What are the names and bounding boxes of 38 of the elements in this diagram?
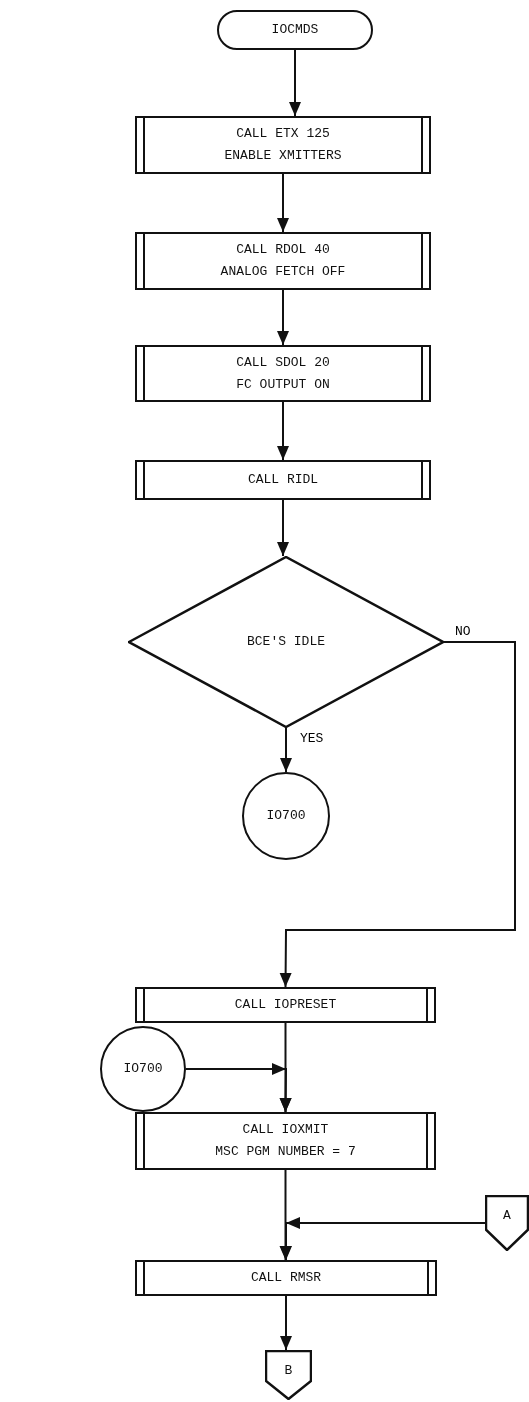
step-description: MSC PGM NUMBER = 7 bbox=[215, 1143, 356, 1161]
flow-arrow bbox=[279, 641, 516, 988]
flow-arrow bbox=[280, 1217, 486, 1261]
step-label: CALL RDOL 40 bbox=[236, 241, 330, 259]
flow-arrow bbox=[277, 499, 289, 557]
offpage-connector bbox=[485, 1195, 529, 1251]
flow-arrow bbox=[277, 401, 289, 461]
step-label: CALL RIDL bbox=[247, 471, 319, 489]
step-label: IO700 bbox=[266, 807, 306, 825]
offpage-connector bbox=[265, 1350, 312, 1400]
step-label: BCE'S IDLE bbox=[247, 633, 325, 651]
step-description: ANALOG FETCH OFF bbox=[220, 263, 346, 281]
step-label: A bbox=[503, 1207, 511, 1225]
subroutine-box bbox=[135, 460, 431, 500]
step-description: ENABLE XMITTERS bbox=[224, 147, 342, 165]
step-description: FC OUTPUT ON bbox=[236, 375, 330, 394]
subroutine-box bbox=[135, 1260, 437, 1296]
subroutine-box bbox=[135, 1112, 436, 1170]
step-label: CALL IOXMIT bbox=[242, 1121, 329, 1139]
flow-arrow bbox=[185, 1063, 292, 1113]
subroutine-box bbox=[135, 987, 436, 1023]
decision-diamond bbox=[128, 556, 444, 728]
subroutine-box bbox=[135, 232, 431, 290]
terminator-box bbox=[217, 10, 373, 50]
subroutine-box bbox=[135, 116, 431, 174]
subroutine-box bbox=[135, 345, 431, 402]
step-label: CALL IOPRESET bbox=[234, 996, 337, 1014]
step-label: IO700 bbox=[123, 1060, 163, 1078]
flow-arrow bbox=[289, 49, 301, 117]
step-label: B bbox=[284, 1362, 293, 1380]
step-label: CALL SDOL 20 bbox=[236, 353, 330, 372]
flow-arrow bbox=[280, 727, 292, 773]
flow-arrow bbox=[280, 1295, 292, 1351]
flow-arrow bbox=[277, 173, 289, 233]
step-label: IOCMDS bbox=[271, 21, 319, 39]
flow-arrow bbox=[277, 289, 289, 346]
step-label: CALL ETX 125 bbox=[236, 125, 330, 143]
step-label: CALL RMSR bbox=[250, 1269, 322, 1287]
